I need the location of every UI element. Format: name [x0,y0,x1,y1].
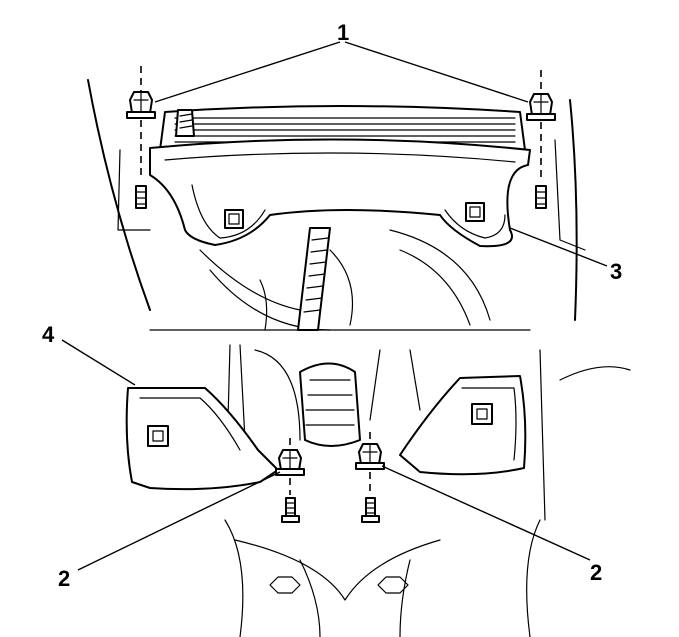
lower-view [125,344,631,637]
upper-drive-shaft [297,227,331,331]
callout-leaders [61,41,608,571]
lower-background-contour [254,349,301,441]
lower-bracket-left [125,387,279,491]
upper-background-contour [259,279,268,331]
leader-line-2-right [381,465,591,561]
callout-2-left: 2 [58,566,70,591]
upper-thread-left [135,185,147,209]
lower-bolt-left [281,497,300,523]
lower-background-contour [539,349,546,521]
lower-center-housing [299,362,361,447]
upper-background-contour [554,139,586,251]
lower-background-contour [227,344,246,441]
upper-background-contour [199,249,301,311]
upper-bracket [149,138,531,248]
lower-background-contour [526,519,541,637]
lower-nut-right [355,432,385,495]
upper-stud-right [465,202,485,222]
leader-line-3 [509,227,608,267]
callout-3: 3 [610,259,622,284]
lower-background-contour [234,539,441,601]
lower-background-contour [299,559,411,637]
leader-line-1-right [344,41,529,103]
leader-line-2-left [77,471,281,571]
upper-background-contour [399,249,471,326]
callout-2-right: 2 [590,560,602,585]
lower-background-contour [369,349,421,421]
upper-finned-block [159,105,526,151]
lower-bracket-right [399,375,527,476]
lower-bolt-right [361,497,380,523]
upper-stud-left [224,209,244,229]
upper-nut-right [526,70,556,182]
upper-background-contour [569,99,578,321]
upper-background-contour [389,229,491,321]
upper-background-contour [117,149,151,231]
upper-thread-right [535,185,547,209]
callout-1: 1 [337,20,349,45]
upper-background-contour [87,79,151,311]
callout-4: 4 [42,322,55,347]
lower-background-contour [224,519,244,637]
lower-background-nut [269,576,409,594]
lower-background-contour [559,366,631,381]
upper-view [87,66,586,331]
upper-background-contour [329,249,353,326]
leader-line-1-left [154,41,341,103]
lower-nut-left [275,438,305,495]
upper-nut-left [126,66,156,180]
leader-line-4 [61,339,136,386]
